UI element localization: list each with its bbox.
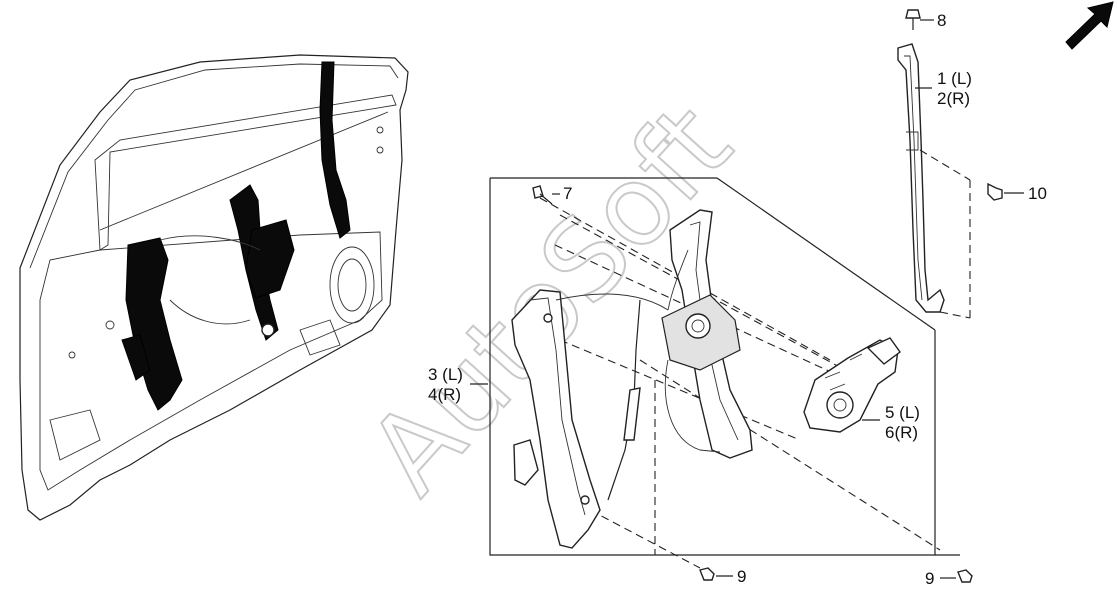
callout-9-bottom-center: 9 <box>737 567 746 586</box>
door-shell <box>19 54 409 521</box>
callouts: 8 1 (L) 2(R) 10 7 3 (L) 4(R) 5 (L) 6(R) … <box>428 11 1047 588</box>
callout-8: 8 <box>937 11 946 30</box>
regulator-motor <box>803 337 901 433</box>
callout-4-right: 4(R) <box>428 385 461 404</box>
window-regulator <box>511 209 753 549</box>
callout-7: 7 <box>563 184 572 203</box>
callout-1-left: 1 (L) <box>937 69 972 88</box>
bolt-icon-9b <box>957 569 973 583</box>
callout-3-left: 3 (L) <box>428 365 463 384</box>
callout-5-left: 5 (L) <box>885 403 920 422</box>
callout-6-right: 6(R) <box>885 423 918 442</box>
callout-9-bottom-right: 9 <box>925 569 934 588</box>
front-direction-arrow-icon <box>1065 1 1114 50</box>
bolt-icon-10 <box>987 182 1003 201</box>
bolt-icon-7 <box>532 185 553 205</box>
glass-run-channel <box>897 43 945 313</box>
callout-10: 10 <box>1028 184 1047 203</box>
bolt-icon-9a <box>699 567 715 581</box>
leader-lines <box>470 19 1024 579</box>
bolt-icon-8 <box>905 9 921 30</box>
callout-2-right: 2(R) <box>937 89 970 108</box>
